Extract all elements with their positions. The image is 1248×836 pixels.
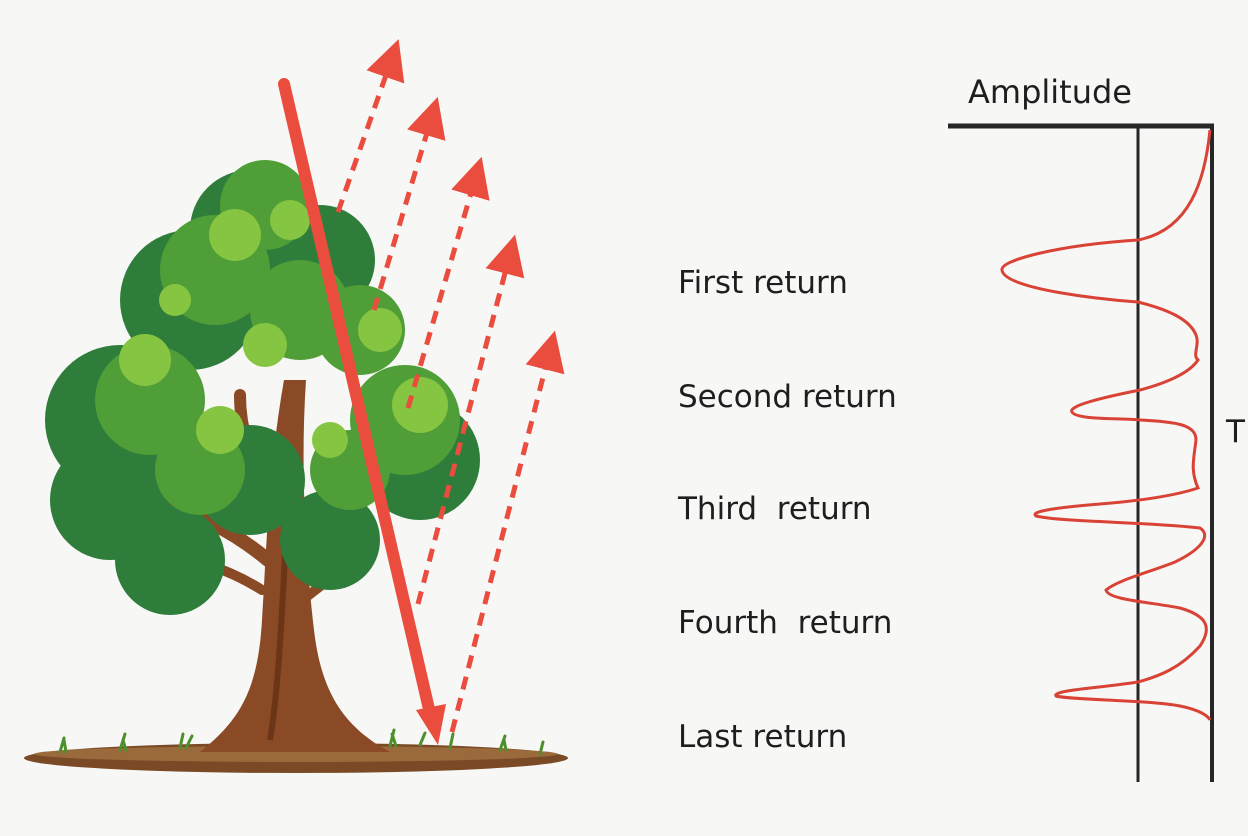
amplitude-axis-label: Amplitude [968, 73, 1132, 111]
return-label-last: Last return [678, 719, 848, 755]
ground [24, 728, 568, 773]
reflected-pulse-1 [335, 39, 405, 213]
waveform-axes [948, 123, 1214, 782]
reflected-pulse-4 [415, 234, 525, 605]
return-label-fourth: Fourth return [678, 605, 893, 641]
return-label-third: Third return [678, 491, 872, 527]
reflected-pulse-2 [371, 96, 446, 311]
time-axis-label: T [1226, 414, 1245, 450]
reflected-pulse-3 [405, 156, 490, 409]
reflected-pulse-5 [449, 330, 565, 733]
return-label-second: Second return [678, 379, 897, 415]
downward-laser-arrow-icon [278, 78, 446, 745]
return-label-first: First return [678, 265, 848, 301]
tree-canopy [45, 160, 480, 615]
upward-dashed-arrow-icon [335, 39, 565, 733]
waveform-trace [1000, 129, 1212, 721]
